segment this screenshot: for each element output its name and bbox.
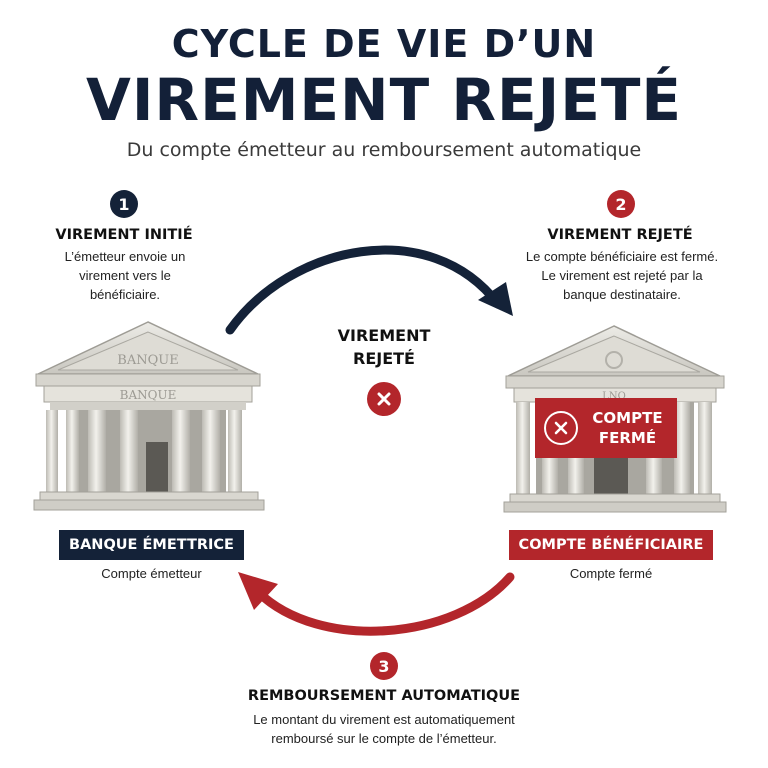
arrow-bottom xyxy=(253,572,515,636)
step-2-badge: 2 xyxy=(607,190,635,218)
x-icon xyxy=(544,411,578,445)
banner-line-2: FERMÉ xyxy=(598,429,657,447)
center-line-2: REJETÉ xyxy=(353,349,415,368)
arrow-top-head xyxy=(478,282,513,316)
title-line-1: CYCLE DE VIE D’UN xyxy=(171,22,597,66)
step-3-title: REMBOURSEMENT AUTOMATIQUE xyxy=(247,688,521,704)
left-bank-building-icon: BANQUE BANQUE xyxy=(33,321,265,511)
center-line-1: VIREMENT xyxy=(337,326,431,345)
right-bank-frieze-text: LNO xyxy=(602,391,626,402)
center-rejected-label: VIREMENT REJETÉ xyxy=(314,324,454,370)
step-2-text: Le compte bénéficiaire est fermé. Le vir… xyxy=(525,249,719,302)
step-1-text: L’émetteur envoie un virement vers le bé… xyxy=(64,249,186,302)
arrow-bottom-head xyxy=(238,572,278,610)
title-line-2: VIREMENT REJETÉ xyxy=(85,66,683,134)
right-bank-label: COMPTE BÉNÉFICIAIRE xyxy=(509,530,713,560)
left-bank-label: BANQUE ÉMETTRICE xyxy=(59,530,244,560)
step-3-badge: 3 xyxy=(370,652,398,680)
left-bank-pediment-text: BANQUE xyxy=(117,353,178,368)
step-2-title: VIREMENT REJETÉ xyxy=(547,227,693,243)
left-bank-frieze-text: BANQUE xyxy=(120,388,177,402)
banner-line-1: COMPTE xyxy=(592,409,663,427)
right-bank-caption: Compte fermé xyxy=(569,566,653,581)
step-3-text: Le montant du virement est automatiqueme… xyxy=(253,712,515,746)
step-1-title: VIREMENT INITIÉ xyxy=(55,227,193,243)
subtitle: Du compte émetteur au remboursement auto… xyxy=(126,139,642,161)
left-bank-caption: Compte émetteur xyxy=(101,566,202,581)
account-closed-banner: COMPTE FERMÉ xyxy=(535,398,677,458)
x-circle-icon xyxy=(367,382,401,416)
step-1-badge: 1 xyxy=(110,190,138,218)
arrow-top xyxy=(225,245,503,335)
